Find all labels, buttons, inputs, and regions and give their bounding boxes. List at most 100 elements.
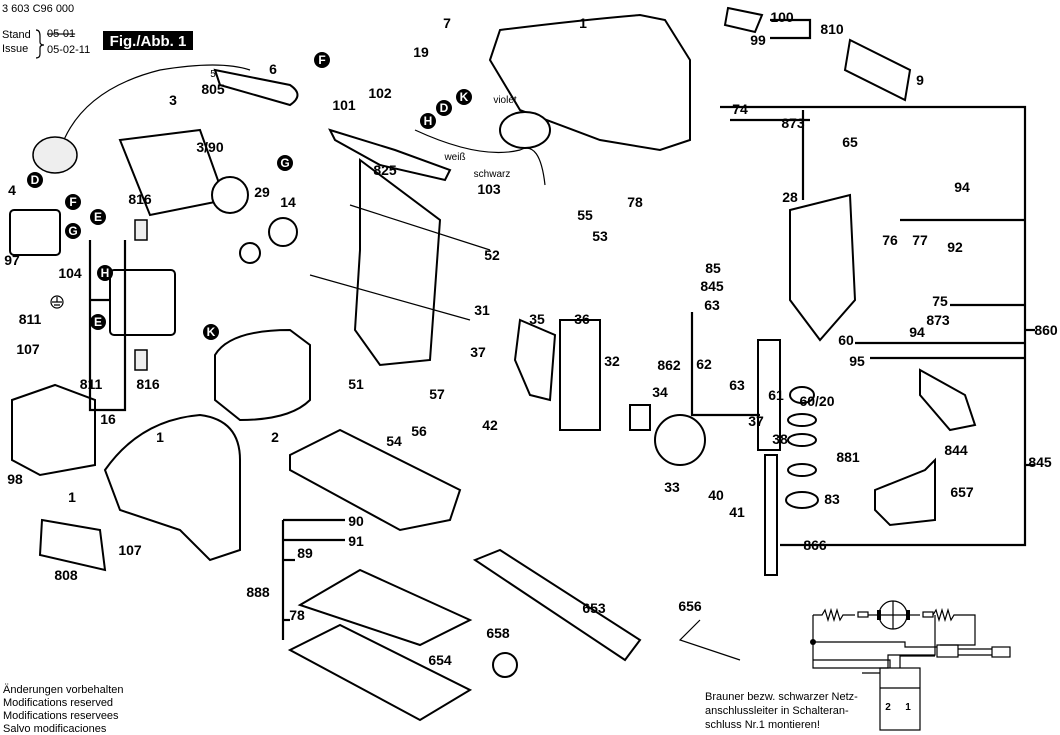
callout: 107 [118, 542, 142, 558]
figure-label-box [103, 31, 193, 50]
callout: 55 [577, 207, 593, 223]
stand-value: 05-01 [47, 28, 75, 40]
callout: 845 [700, 278, 724, 294]
callout: 816 [136, 376, 160, 392]
callout: 97 [4, 252, 20, 268]
callout: 31 [474, 302, 490, 318]
brace [35, 29, 45, 59]
callout: 811 [19, 311, 42, 327]
callout: 102 [368, 85, 392, 101]
callout: 78 [289, 607, 305, 623]
callout: 40 [708, 487, 724, 503]
issue-label: Issue [2, 43, 28, 55]
callout: 866 [803, 537, 827, 553]
callout: 103 [477, 181, 501, 197]
callout: 56 [411, 423, 427, 439]
wiring-note-line: Brauner bezw. schwarzer Netz- [705, 691, 858, 703]
callout: 41 [729, 504, 745, 520]
footer-note: Änderungen vorbehalten [3, 684, 123, 696]
wiring-schematic [810, 600, 1011, 731]
callout: 51 [348, 376, 364, 392]
callout: 5 [210, 69, 216, 80]
callout: 6 [269, 61, 277, 77]
callout: 805 [201, 81, 225, 97]
callout: 3 [169, 92, 177, 108]
callout: 873 [926, 312, 950, 328]
callout: 42 [482, 417, 498, 433]
callout: 63 [729, 377, 745, 393]
bracket-lines [88, 18, 1035, 640]
callout: 94 [954, 179, 970, 195]
callout: 37 [470, 344, 486, 360]
callout: 85 [705, 260, 721, 276]
part-number: 3 603 C96 000 [2, 3, 74, 15]
terminal-1: 1 [905, 702, 911, 713]
callout: 656 [678, 598, 702, 614]
callout: 3/90 [196, 139, 223, 155]
callout: 57 [429, 386, 445, 402]
callout: 78 [627, 194, 643, 210]
callout: 95 [849, 353, 865, 369]
callout: 94 [909, 324, 925, 340]
callout: 808 [54, 567, 78, 583]
connector-G: G [280, 156, 289, 170]
callout: 77 [912, 232, 928, 248]
callout: 888 [246, 584, 270, 600]
callout: 860 [1034, 322, 1058, 338]
callout: 811 [80, 376, 103, 392]
callout: 76 [882, 232, 898, 248]
wiring-note-line: anschlussleiter in Schalteran- [705, 705, 849, 717]
callout: 14 [280, 194, 296, 210]
callout: 65 [842, 134, 858, 150]
callout-numbers: 7 1 100 810 99 9 19 6 5 805 3 3/90 101 1… [4, 9, 1058, 668]
callout: 29 [254, 184, 270, 200]
callout: 845 [1028, 454, 1052, 470]
callout: 32 [604, 353, 620, 369]
callout: 99 [750, 32, 766, 48]
figure-label: Fig./Abb. 1 [110, 33, 187, 50]
terminal-2: 2 [885, 702, 891, 713]
callout: 19 [413, 44, 429, 60]
callout: 9 [916, 72, 924, 88]
callout: 36 [574, 311, 590, 327]
connector-D: D [440, 101, 449, 115]
connector-K: K [460, 90, 469, 104]
connector-G: G [68, 224, 77, 238]
callout: 104 [58, 265, 82, 281]
callout: 873 [781, 115, 805, 131]
connector-F: F [69, 195, 76, 209]
callout: 862 [657, 357, 681, 373]
callout: 107 [16, 341, 40, 357]
callout: 98 [7, 471, 23, 487]
callout: 816 [128, 191, 152, 207]
callout: 38 [772, 431, 788, 447]
callout: 54 [386, 433, 402, 449]
connector-H: H [424, 114, 433, 128]
callout: 63 [704, 297, 720, 313]
callout: 658 [486, 625, 510, 641]
callout: 1 [579, 15, 587, 31]
connector-D: D [31, 173, 40, 187]
callout: 1 [156, 429, 164, 445]
callout: 810 [820, 21, 844, 37]
callout: 89 [297, 545, 313, 561]
issue-value: 05-02-11 [47, 44, 90, 56]
callout: 7 [443, 15, 451, 31]
callout: 52 [484, 247, 500, 263]
callout: 83 [824, 491, 840, 507]
footer-note: Modifications reserved [3, 697, 113, 709]
connector-K: K [207, 325, 216, 339]
callout: 60/20 [799, 393, 834, 409]
wiring-note-line: schluss Nr.1 montieren! [705, 719, 820, 731]
callout: 91 [348, 533, 364, 549]
callout: 2 [271, 429, 279, 445]
callout: 653 [582, 600, 606, 616]
callout: 74 [732, 101, 748, 117]
callout: 1 [68, 489, 76, 505]
callout: 53 [592, 228, 608, 244]
callout: 654 [428, 652, 452, 668]
callout: 101 [332, 97, 356, 113]
callout: 100 [770, 9, 794, 25]
callout: 37 [748, 413, 764, 429]
callout: 4 [8, 182, 16, 198]
